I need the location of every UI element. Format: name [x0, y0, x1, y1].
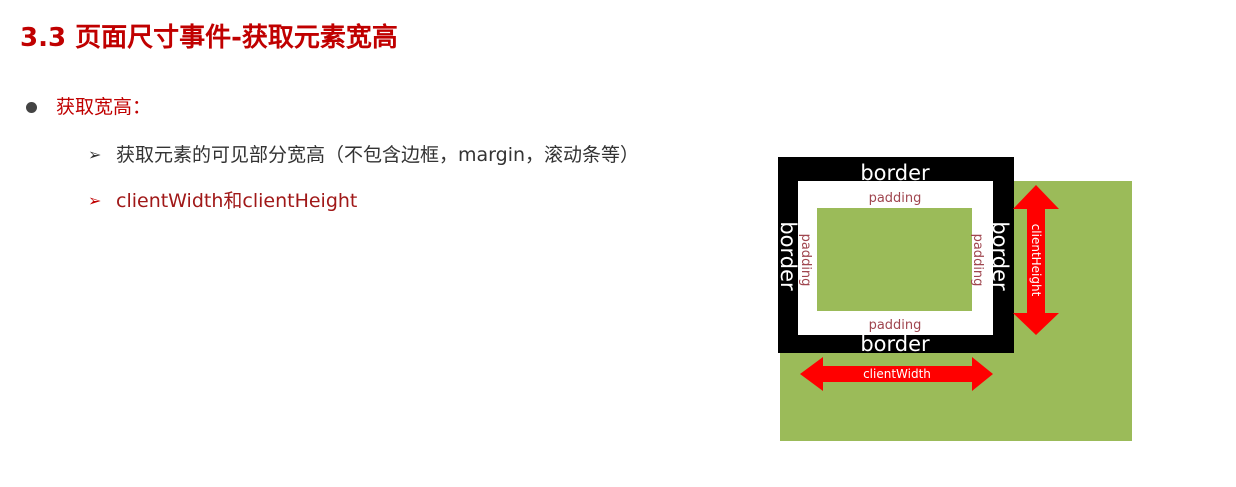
sub-bullet-item: ➢ 获取元素的可见部分宽高（不包含边框，margin，滚动条等） — [88, 140, 639, 170]
box-model-svg: border border border border padding padd… — [778, 157, 1132, 441]
arrow-bullet-icon: ➢ — [88, 191, 102, 210]
sub-bullet-text: clientWidth和clientHeight — [116, 190, 358, 212]
content-box — [817, 208, 972, 311]
box-model-diagram: border border border border padding padd… — [778, 157, 1134, 445]
padding-label-bottom: padding — [869, 318, 922, 333]
client-width-label: clientWidth — [863, 367, 931, 381]
border-label-right: border — [988, 221, 1012, 291]
bullet-dot-icon — [26, 101, 37, 113]
bullet-item: 获取宽高： — [26, 92, 151, 122]
sub-bullet-item: ➢ clientWidth和clientHeight — [88, 186, 357, 216]
slide-title: 3.3 页面尺寸事件-获取元素宽高 — [20, 23, 398, 53]
bullet-text: 获取宽高： — [56, 96, 152, 118]
client-width-arrow — [800, 357, 993, 391]
border-label-bottom: border — [860, 332, 930, 356]
client-height-arrow — [1013, 185, 1059, 335]
sub-bullet-text: 获取元素的可见部分宽高（不包含边框，margin，滚动条等） — [116, 144, 640, 166]
border-label-left: border — [778, 221, 800, 291]
padding-label-top: padding — [869, 191, 922, 206]
arrow-bullet-icon: ➢ — [88, 145, 102, 164]
padding-label-left: padding — [798, 234, 813, 287]
border-label-top: border — [860, 161, 930, 185]
padding-label-right: padding — [970, 234, 985, 287]
client-height-label: clientHeight — [1029, 224, 1043, 297]
